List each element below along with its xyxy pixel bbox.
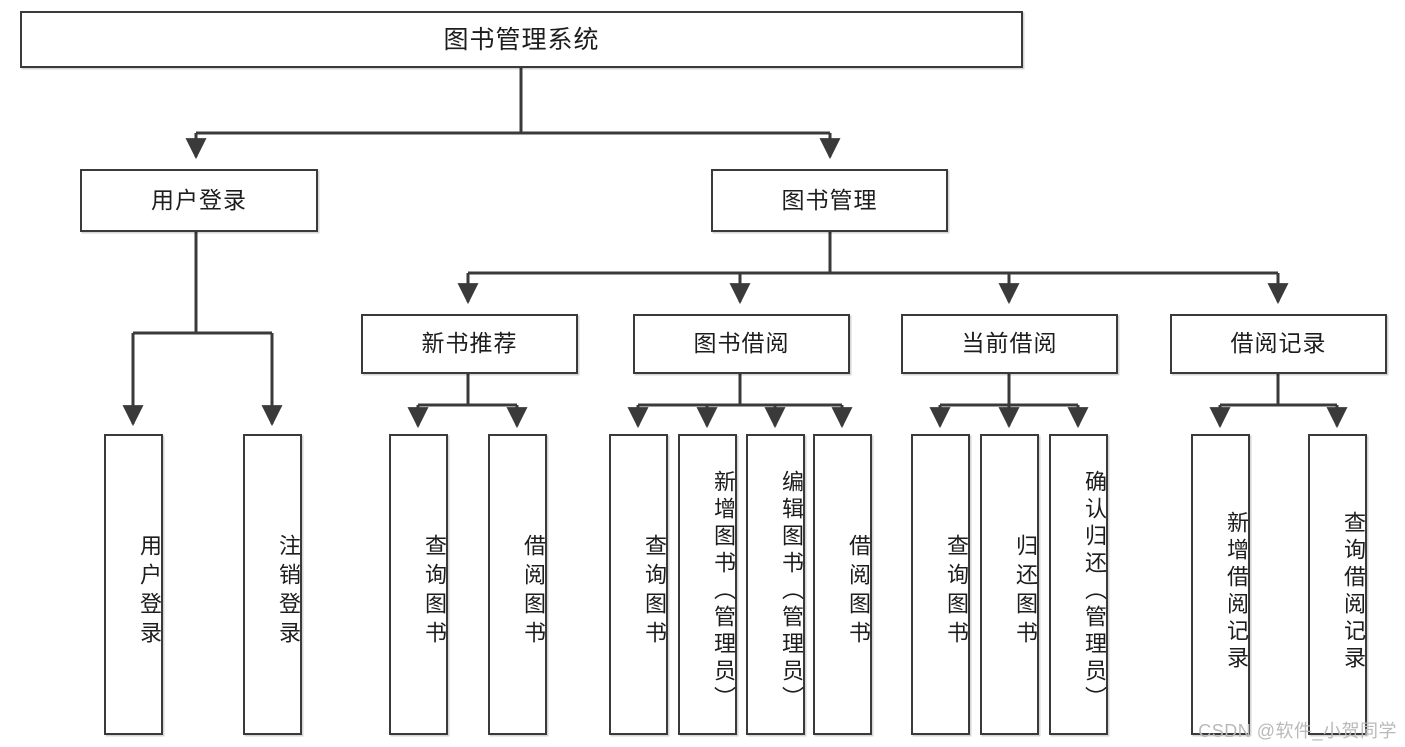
node-book-borrow[interactable]: 图书借阅 bbox=[633, 314, 850, 374]
leaf-user-login[interactable]: 用户登录 bbox=[104, 434, 163, 735]
node-borrow-record[interactable]: 借阅记录 bbox=[1170, 314, 1387, 374]
leaf-borrow-books-recommend[interactable]: 借阅图书 bbox=[488, 434, 547, 735]
node-book-management[interactable]: 图书管理 bbox=[711, 169, 948, 232]
csdn-watermark: CSDN @软件_小贺同学 bbox=[1198, 721, 1397, 741]
leaf-query-books-borrow[interactable]: 查询图书 bbox=[609, 434, 668, 735]
node-root-library-system[interactable]: 图书管理系统 bbox=[20, 11, 1023, 68]
leaf-borrow-books-borrow[interactable]: 借阅图书 bbox=[813, 434, 872, 735]
leaf-logout-login[interactable]: 注销登录 bbox=[243, 434, 302, 735]
leaf-add-book-admin[interactable]: 新增图书（管理员） bbox=[678, 434, 737, 735]
node-current-borrow[interactable]: 当前借阅 bbox=[901, 314, 1118, 374]
leaf-confirm-return-admin[interactable]: 确认归还（管理员） bbox=[1049, 434, 1108, 735]
leaf-edit-book-admin[interactable]: 编辑图书（管理员） bbox=[746, 434, 805, 735]
leaf-query-borrow-record[interactable]: 查询借阅记录 bbox=[1308, 434, 1367, 735]
node-user-login[interactable]: 用户登录 bbox=[80, 169, 318, 232]
leaf-query-books-current[interactable]: 查询图书 bbox=[911, 434, 970, 735]
node-new-book-recommend[interactable]: 新书推荐 bbox=[361, 314, 578, 374]
leaf-query-books-recommend[interactable]: 查询图书 bbox=[389, 434, 448, 735]
leaf-add-borrow-record[interactable]: 新增借阅记录 bbox=[1191, 434, 1250, 735]
leaf-return-books[interactable]: 归还图书 bbox=[980, 434, 1039, 735]
